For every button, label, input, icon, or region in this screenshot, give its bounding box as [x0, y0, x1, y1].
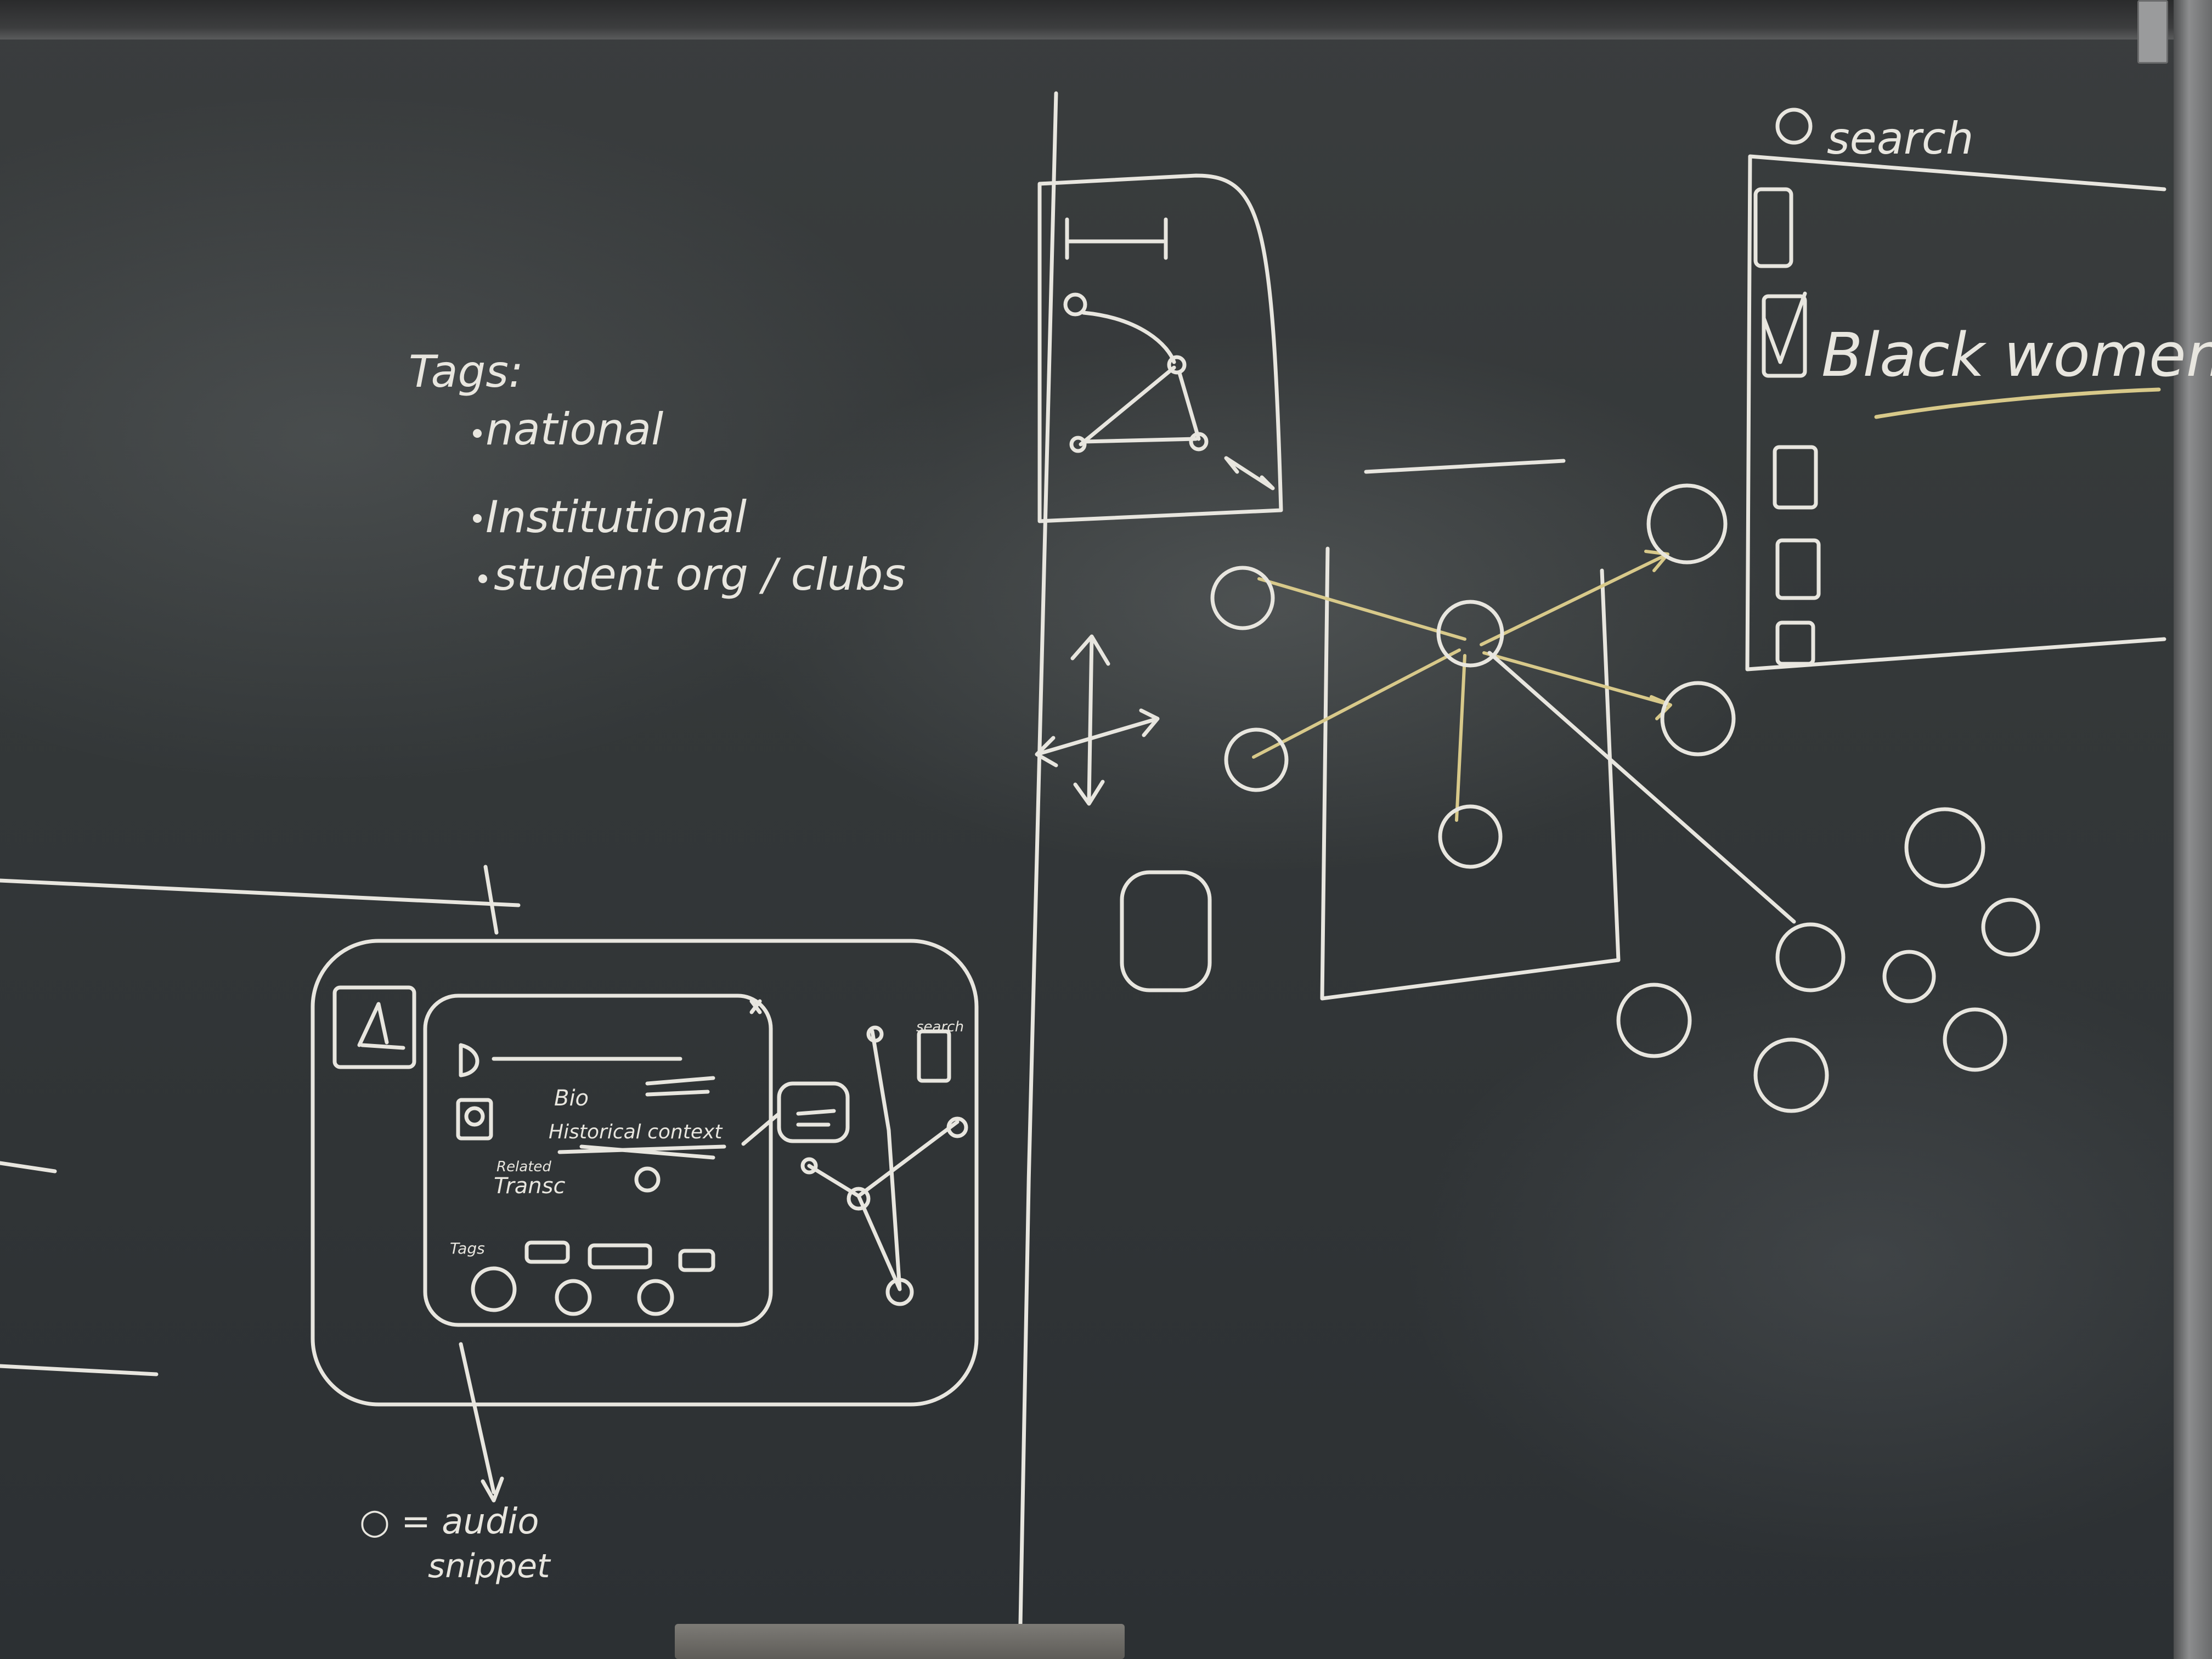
pan-arrow-vertical [1070, 634, 1110, 806]
thumbnail-network [357, 1002, 405, 1050]
tick-mark [483, 865, 499, 935]
related-circle [634, 1166, 661, 1193]
popup-avatar [456, 1098, 493, 1141]
related-label: Related [496, 1159, 551, 1175]
network-thumbnail [332, 985, 416, 1069]
bio-label: Bio [554, 1086, 589, 1111]
tag-item-student: student org / clubs [494, 549, 906, 600]
tag-item-institutional: Institutional [486, 492, 747, 543]
preview-lines [796, 1109, 836, 1127]
checkmark-icon [1762, 291, 1807, 364]
cluster-circle-4 [1981, 898, 2040, 957]
popup-close-icon [749, 999, 762, 1014]
checkbox-2-checked [1762, 294, 1807, 378]
tags-heading: Tags: [409, 346, 523, 397]
mini-panel-node-1 [1063, 292, 1087, 317]
node-upper-left [1210, 566, 1275, 630]
audio-circle-1 [471, 1266, 517, 1312]
tags-label: Tags [450, 1239, 485, 1257]
historical-context-label: Historical context [549, 1121, 723, 1143]
mini-network [807, 1029, 960, 1291]
chalk-eraser [675, 1624, 1125, 1659]
profile-card-frame [311, 939, 979, 1407]
cluster-circle-7 [1753, 1037, 1829, 1113]
tag-pill-1 [524, 1240, 570, 1264]
mini-panel [1037, 173, 1283, 523]
center-node [1436, 600, 1504, 668]
mini-panel-node-3 [1069, 436, 1087, 453]
legend-audio: ○ = audio [359, 1502, 539, 1542]
node-bottom [1438, 804, 1503, 869]
checkbox-4 [1775, 538, 1821, 600]
related-boxes [557, 1144, 726, 1160]
checkbox-5 [1775, 620, 1815, 666]
mini-panel-node-2 [1167, 355, 1187, 375]
board-top-frame [0, 0, 2212, 40]
node-left [1224, 727, 1289, 792]
search-label: search [1827, 113, 1974, 164]
left-short-line-2 [0, 1364, 159, 1376]
audio-circle-3 [637, 1279, 674, 1316]
tag-item-national: national [486, 404, 663, 455]
mini-search-label: search [916, 1019, 964, 1035]
checked-item-label: Black women [1821, 320, 2212, 390]
mini-node-4 [885, 1278, 914, 1306]
bio-lines [645, 1076, 715, 1097]
zoom-slider [1120, 870, 1212, 992]
cluster-circle-3 [1882, 950, 1936, 1003]
checkbox-3 [1773, 445, 1818, 510]
board-clip [2137, 0, 2168, 64]
transcript-label: Transc [494, 1173, 565, 1199]
mini-search-box [917, 1029, 951, 1083]
bullet-1 [473, 429, 482, 438]
focus-window [1320, 459, 1621, 1001]
node-upper-right [1646, 483, 1728, 565]
left-horizontal-line [0, 878, 521, 907]
left-short-line [0, 1161, 57, 1173]
legend-arrow [459, 1342, 504, 1503]
mini-panel-icon [1065, 217, 1168, 260]
cluster-circle-2 [1775, 922, 1846, 992]
preview-connector [741, 1111, 781, 1146]
spoke-long [1487, 651, 1796, 924]
legend-snippet: snippet [428, 1547, 551, 1585]
popup-title-line [459, 1043, 682, 1077]
tag-pill-2 [588, 1243, 652, 1269]
mini-panel-edges [1079, 311, 1201, 447]
mini-node-5 [800, 1157, 818, 1175]
resize-arrow [1224, 456, 1275, 490]
checked-underline [1874, 387, 2161, 419]
yellow-spokes [1252, 550, 1672, 822]
checkbox-1 [1753, 187, 1793, 268]
pan-arrow-horizontal [1035, 708, 1160, 768]
bullet-2 [473, 514, 482, 523]
node-right [1660, 681, 1736, 757]
board-right-frame [2174, 0, 2212, 1659]
bullet-3 [478, 574, 487, 583]
audio-circle-2 [555, 1279, 592, 1316]
avatar-head-icon [464, 1106, 485, 1127]
profile-popup [423, 994, 773, 1327]
search-panel [1745, 154, 2166, 672]
tag-pill-3 [678, 1249, 715, 1272]
mini-node-1 [866, 1025, 884, 1043]
divider-line [1018, 91, 1058, 1626]
search-icon [1775, 108, 1813, 145]
cluster-circle-1 [1904, 807, 1985, 888]
cluster-circle-6 [1616, 983, 1692, 1058]
mini-node-2 [946, 1116, 968, 1138]
mini-node-3 [847, 1187, 871, 1211]
cluster-circle-5 [1943, 1007, 2007, 1072]
